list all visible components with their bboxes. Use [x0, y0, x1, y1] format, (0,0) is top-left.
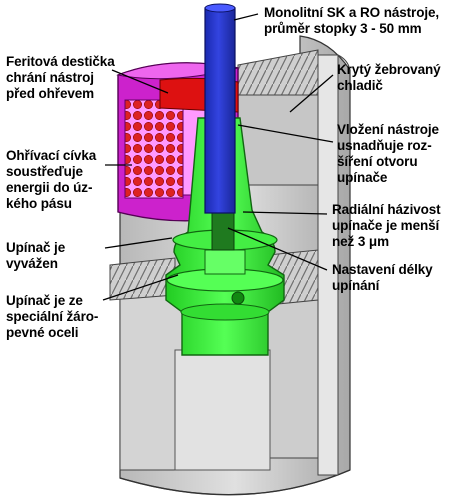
leader-lines	[102, 13, 334, 301]
label-tool-insertion: Vložení nástroje usnadňuje roz- šíření o…	[337, 122, 439, 185]
label-holder-balanced: Upínač je vyvážen	[6, 240, 66, 271]
label-covered-cooler: Krytý žebrovaný chladič	[337, 62, 441, 93]
length-setting-screw	[211, 209, 235, 251]
label-heating-coil: Ohřívací cívka soustřeďuje energii do úz…	[6, 148, 97, 211]
cutting-tool	[204, 3, 236, 214]
label-heat-resistant-steel: Upínač je ze speciální žáro- pevné oceli	[6, 293, 99, 340]
label-ferrite-plate: Feritová destička chrání nástroj před oh…	[6, 54, 115, 101]
label-radial-runout: Radiální házivost upínače je menší než 3…	[332, 202, 441, 249]
label-length-setting: Nastavení délky upínání	[332, 262, 433, 293]
label-monolithic-tool: Monolitní SK a RO nástroje, průměr stopk…	[264, 5, 440, 36]
